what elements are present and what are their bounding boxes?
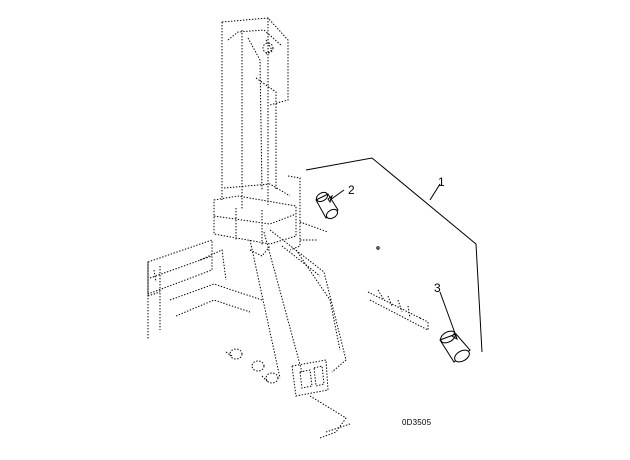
upright-column [221,17,291,210]
column-bracket [287,175,380,251]
loose-parts [225,348,279,384]
leader-lines [327,189,458,341]
foot-plate [291,359,351,439]
figure-code: 0D3505 [402,418,432,427]
shaft-pin [367,289,429,331]
bushing-2 [315,191,339,220]
left-frame [147,239,263,340]
callout-1: 1 [438,175,445,189]
callout-3: 3 [434,281,441,295]
bushing-3 [439,330,471,363]
column-collar [213,195,297,246]
callout-1-bracket [305,157,483,353]
sloping-leg [249,229,347,379]
callout-2: 2 [348,183,355,197]
